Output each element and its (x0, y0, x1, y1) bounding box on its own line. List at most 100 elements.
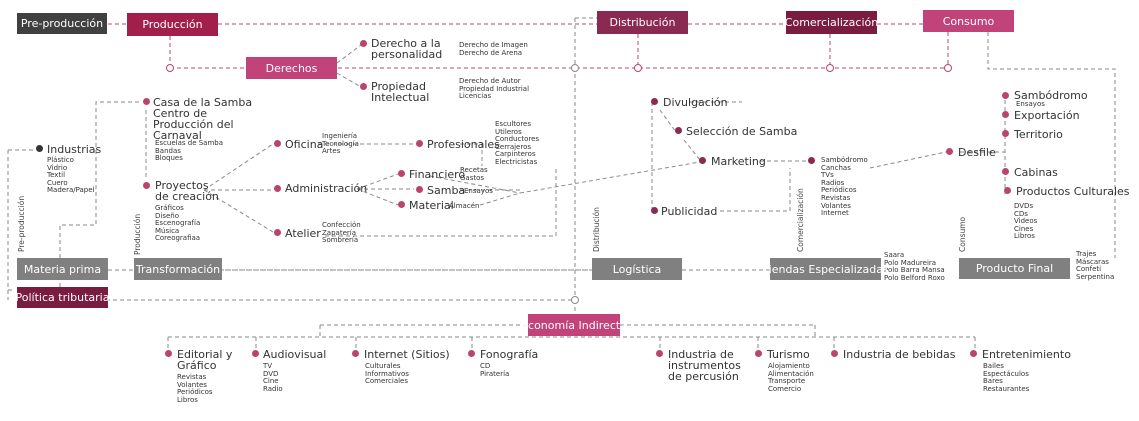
materia-prima-box: Materia prima (17, 258, 108, 280)
material-items: Almacén (449, 202, 480, 210)
node-dot (165, 350, 172, 357)
node-dot (1002, 168, 1009, 175)
cabinas-label: Cabinas (1014, 166, 1058, 179)
industrias-items: Plástico Vidrio Textil Cuero Madera/Pape… (47, 156, 95, 195)
exportacion-label: Exportación (1014, 109, 1080, 122)
economia-item-sub: CD Piratería (480, 362, 510, 378)
propiedad-intelectual-items: Derecho de Autor Propiedad Industrial Li… (459, 77, 530, 101)
node-dot (143, 98, 150, 105)
node-dot (252, 350, 259, 357)
economia-item-label: Fonografía (480, 348, 539, 361)
oficina-items: Ingeniería Tecnología Artes (322, 132, 359, 156)
publicidad-label: Publicidad (661, 205, 718, 218)
producto-final-items: Trajes Máscaras Confeti Serpentina (1076, 250, 1115, 281)
node-dot (1002, 111, 1009, 118)
tiendas-especializadas-box: Tiendas Especializadas (762, 258, 889, 280)
node-dot (360, 83, 367, 90)
consumo-box: Consumo (923, 10, 1014, 32)
economia-item-label: Audiovisual (263, 348, 327, 361)
node-dot (699, 157, 706, 164)
financiero-label: Financiero (409, 168, 466, 181)
profesionales-items: Escultores Utileros Conductores Cerrajer… (495, 120, 540, 166)
material-label: Material (409, 199, 454, 212)
productos-culturales-label: Productos Culturales (1016, 185, 1130, 198)
economia-item-label: Internet (Sitios) (364, 348, 450, 361)
divulgacion-label: Divulgación (663, 96, 728, 109)
preproduccion-box: Pre-producción (17, 13, 107, 34)
transformacion-box: Transformación (134, 258, 222, 280)
samba-items: Ensayos (464, 187, 493, 195)
node-dot (808, 157, 815, 164)
sambodromo-label: Sambódromo (1014, 89, 1088, 102)
financiero-items: Recetas Gastos (460, 166, 488, 182)
comercializacion-vertical-label: Comercialización (796, 188, 805, 252)
sambodromo-items: Ensayos (1016, 100, 1045, 108)
node-dot (946, 148, 953, 155)
distribucion-box: Distribución (597, 11, 688, 34)
oficina-label: Oficina (285, 138, 324, 151)
node-dot (651, 207, 658, 214)
atelier-items: Confección Zapatería Sombrería (322, 221, 361, 245)
territorio-label: Territorio (1014, 128, 1063, 141)
economia-item-label: Turismo (767, 348, 810, 361)
node-dot (970, 350, 977, 357)
node-dot (755, 350, 762, 357)
node-dot (143, 182, 150, 189)
node-dot (360, 40, 367, 47)
distribucion-vertical-label: Distribución (592, 207, 601, 252)
node-dot (274, 185, 281, 192)
desfile-label: Desfile (958, 146, 996, 159)
economia-item-sub: Bailes Espectáculos Bares Restaurantes (983, 362, 1030, 393)
medios-items: Sambódromo Canchas TVs Radios Periódicos… (821, 156, 868, 218)
node-dot (416, 140, 423, 147)
propiedad-intelectual-label: Propiedad Intelectual (371, 80, 430, 104)
node-dot (274, 229, 281, 236)
casa-samba-label: Casa de la Samba Centro de Producción de… (153, 96, 253, 142)
node-dot (831, 350, 838, 357)
node-dot (1004, 187, 1011, 194)
tiendas-items: Saara Polo Madureira Polo Barra Mansa Po… (884, 251, 945, 282)
produccion-vertical-label: Producción (133, 213, 142, 255)
proyectos-label: Proyectos de creación (155, 179, 219, 203)
casa-samba-items: Escuelas de Samba Bandas Bloques (155, 139, 224, 163)
producto-final-box: Producto Final (959, 258, 1070, 279)
economia-item-label: Editorial y Gráfico (177, 348, 233, 372)
node-dot (36, 145, 43, 152)
economia-item-sub: Revistas Volantes Periódicos Libros (177, 373, 213, 404)
economia-item-label: Industria de bebidas (843, 348, 956, 361)
seleccion-samba-label: Selección de Samba (686, 125, 798, 138)
node-dot (468, 350, 475, 357)
derecho-personalidad-items: Derecho de Imagen Derecho de Arena (459, 41, 528, 57)
logistica-box: Logística (592, 258, 682, 280)
derechos-box: Derechos (246, 57, 337, 79)
node-dot (651, 98, 658, 105)
node-dot (398, 201, 405, 208)
derecho-personalidad-label: Derecho a la personalidad (371, 37, 443, 61)
administracion-label: Administración (285, 182, 368, 195)
economia-item-sub: Culturales Informativos Comerciales (365, 362, 409, 386)
node-dot (352, 350, 359, 357)
economia-indirecta-box: Economía Indirecta (521, 314, 627, 336)
profesionales-label: Profesionales (427, 138, 500, 151)
node-dot (416, 186, 423, 193)
node-dot (656, 350, 663, 357)
politica-tributaria-box: Política tributaria (16, 287, 109, 308)
industrias-label: Industrias (47, 143, 102, 156)
node-dot (398, 170, 405, 177)
node-dot (1002, 130, 1009, 137)
node-dot (274, 140, 281, 147)
marketing-label: Marketing (711, 155, 766, 168)
preproduccion-vertical-label: Pre-producción (17, 195, 26, 252)
productos-culturales-items: DVDs CDs Videos Cines Libros (1014, 202, 1038, 241)
economia-item-label: Industria de instrumentos de percusión (668, 348, 741, 383)
node-dot (675, 127, 682, 134)
proyectos-items: Gráficos Diseño Escenografía Música Core… (155, 204, 201, 243)
economia-item-label: Entretenimiento (982, 348, 1071, 361)
samba-label: Samba (427, 184, 466, 197)
economia-item-sub: Alojamiento Alimentación Transporte Come… (768, 362, 814, 393)
economia-item-sub: TV DVD Cine Radio (263, 362, 283, 393)
produccion-box: Producción (127, 13, 218, 36)
node-dot (1002, 92, 1009, 99)
atelier-label: Atelier (285, 227, 321, 240)
